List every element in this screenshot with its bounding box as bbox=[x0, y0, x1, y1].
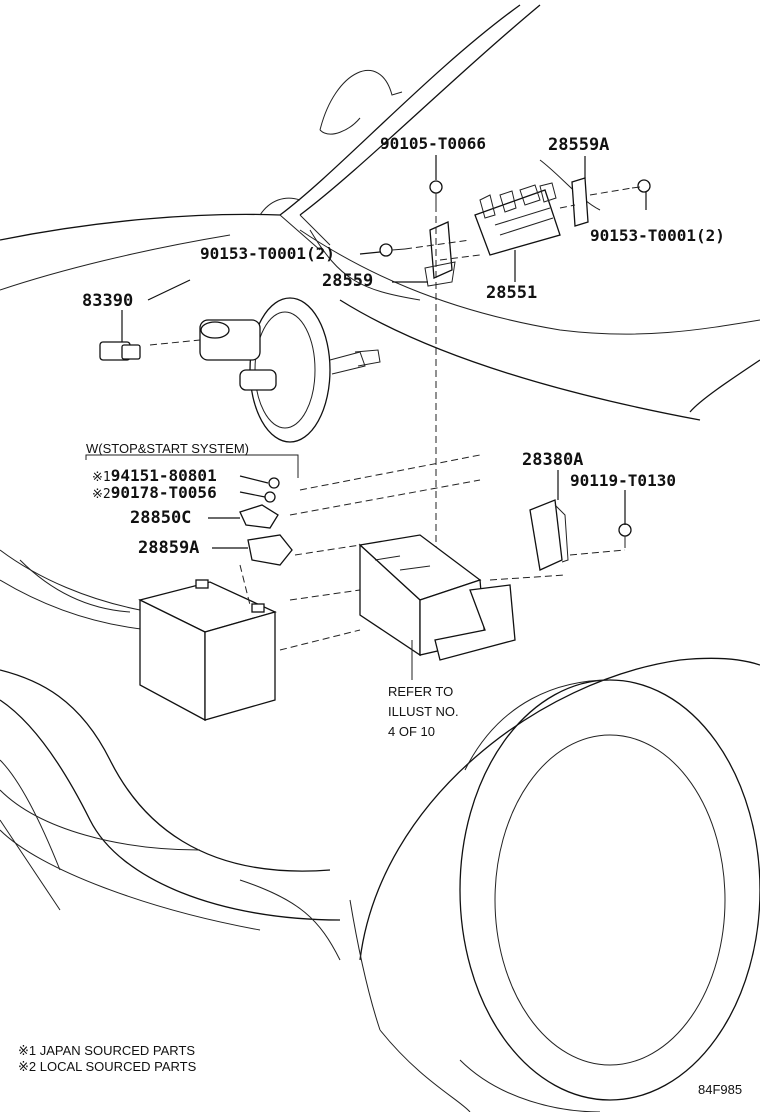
junction-box-graphic bbox=[358, 534, 516, 680]
callout-90119-T0130[interactable]: 90119-T0130 bbox=[570, 471, 676, 490]
legend-japan-marker: ※1 bbox=[18, 1043, 37, 1058]
brake-booster-assembly bbox=[149, 297, 381, 443]
figure-code: 84F985 bbox=[698, 1082, 743, 1097]
callout-90178-T0056-label: 90178-T0056 bbox=[110, 483, 217, 502]
refer-note-line-2: ILLUST NO. bbox=[388, 704, 459, 719]
callout-28559[interactable]: 28559 bbox=[322, 271, 374, 291]
callout-90178-T0056[interactable]: ※290178-T0056 bbox=[92, 483, 217, 502]
leader-lines bbox=[121, 155, 647, 549]
stop-start-heading: W(STOP&START SYSTEM) bbox=[86, 441, 250, 456]
legend-local-marker: ※2 bbox=[18, 1059, 37, 1074]
vehicle-body-outline bbox=[0, 4, 760, 1112]
sensor-part-graphic bbox=[99, 341, 141, 361]
refer-note-line-3: 4 OF 10 bbox=[388, 724, 435, 739]
callout-90153-T0001-left[interactable]: 90153-T0001(2) bbox=[200, 244, 335, 263]
stop-start-parts-graphic bbox=[85, 454, 481, 651]
callout-94151-80801-label: 94151-80801 bbox=[110, 466, 217, 485]
refer-note-line-1: REFER TO bbox=[388, 684, 454, 699]
callout-90153-T0001-right[interactable]: 90153-T0001(2) bbox=[590, 226, 725, 245]
callout-28859A[interactable]: 28859A bbox=[138, 538, 200, 558]
marker-japan: ※1 bbox=[92, 470, 111, 485]
legend-local-text: LOCAL SOURCED PARTS bbox=[39, 1059, 197, 1074]
callout-90105-T0066[interactable]: 90105-T0066 bbox=[380, 134, 486, 153]
callout-94151-80801[interactable]: ※194151-80801 bbox=[92, 466, 217, 485]
marker-local: ※2 bbox=[92, 487, 111, 502]
callout-28380A[interactable]: 28380A bbox=[522, 450, 584, 470]
relay-block-graphic bbox=[379, 177, 651, 560]
callout-28850C[interactable]: 28850C bbox=[130, 508, 192, 528]
callout-28551[interactable]: 28551 bbox=[486, 283, 538, 303]
legend-japan: ※1 JAPAN SOURCED PARTS bbox=[18, 1043, 195, 1059]
ecu-bracket-graphic bbox=[489, 499, 632, 581]
refer-note: REFER TO ILLUST NO. 4 OF 10 bbox=[388, 682, 459, 742]
battery-graphic bbox=[138, 579, 277, 722]
legend-japan-text: JAPAN SOURCED PARTS bbox=[39, 1043, 196, 1058]
legend-local: ※2 LOCAL SOURCED PARTS bbox=[18, 1059, 196, 1075]
callout-83390[interactable]: 83390 bbox=[82, 291, 134, 311]
callout-28559A[interactable]: 28559A bbox=[548, 135, 610, 155]
